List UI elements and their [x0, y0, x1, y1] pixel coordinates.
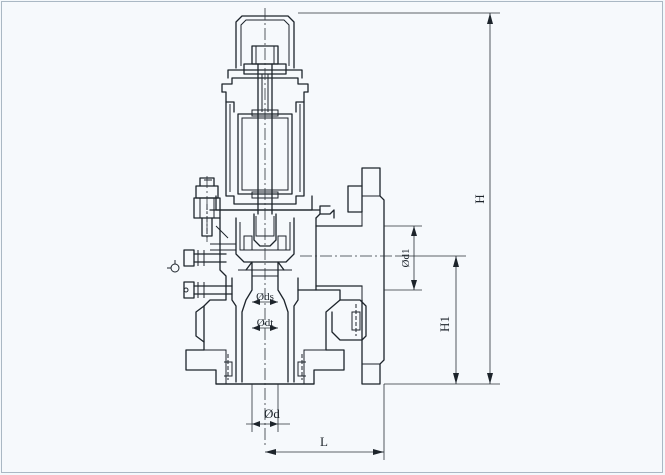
dim-label-ds: Øds: [256, 291, 274, 303]
outlet-flange-hub: [347, 185, 363, 213]
nozzle-right: [277, 261, 289, 383]
dim-label-H1: H1: [437, 316, 452, 332]
dimension-d1: Ød1: [384, 225, 422, 291]
dimension-ds: Øds: [252, 291, 278, 305]
dim-label-dt: Ødt: [257, 317, 274, 329]
dimension-d: Ød: [246, 384, 290, 432]
dim-label-H: H: [472, 194, 487, 203]
nozzle-left: [241, 261, 253, 383]
dimension-H1: H1: [395, 255, 466, 384]
dimension-dt: Ødt: [252, 317, 278, 331]
disc-holder: [253, 213, 277, 247]
dimension-L: L: [265, 384, 385, 460]
dim-label-L: L: [320, 434, 328, 449]
guide: [235, 217, 295, 263]
adjusting-ring-bolt-upper: [183, 249, 195, 267]
dim-label-d1: Ød1: [400, 249, 412, 268]
dim-label-d: Ød: [264, 406, 280, 421]
dimension-H: H: [298, 12, 500, 385]
outlet-flange: [361, 167, 385, 385]
body-right-wall: [315, 217, 341, 301]
